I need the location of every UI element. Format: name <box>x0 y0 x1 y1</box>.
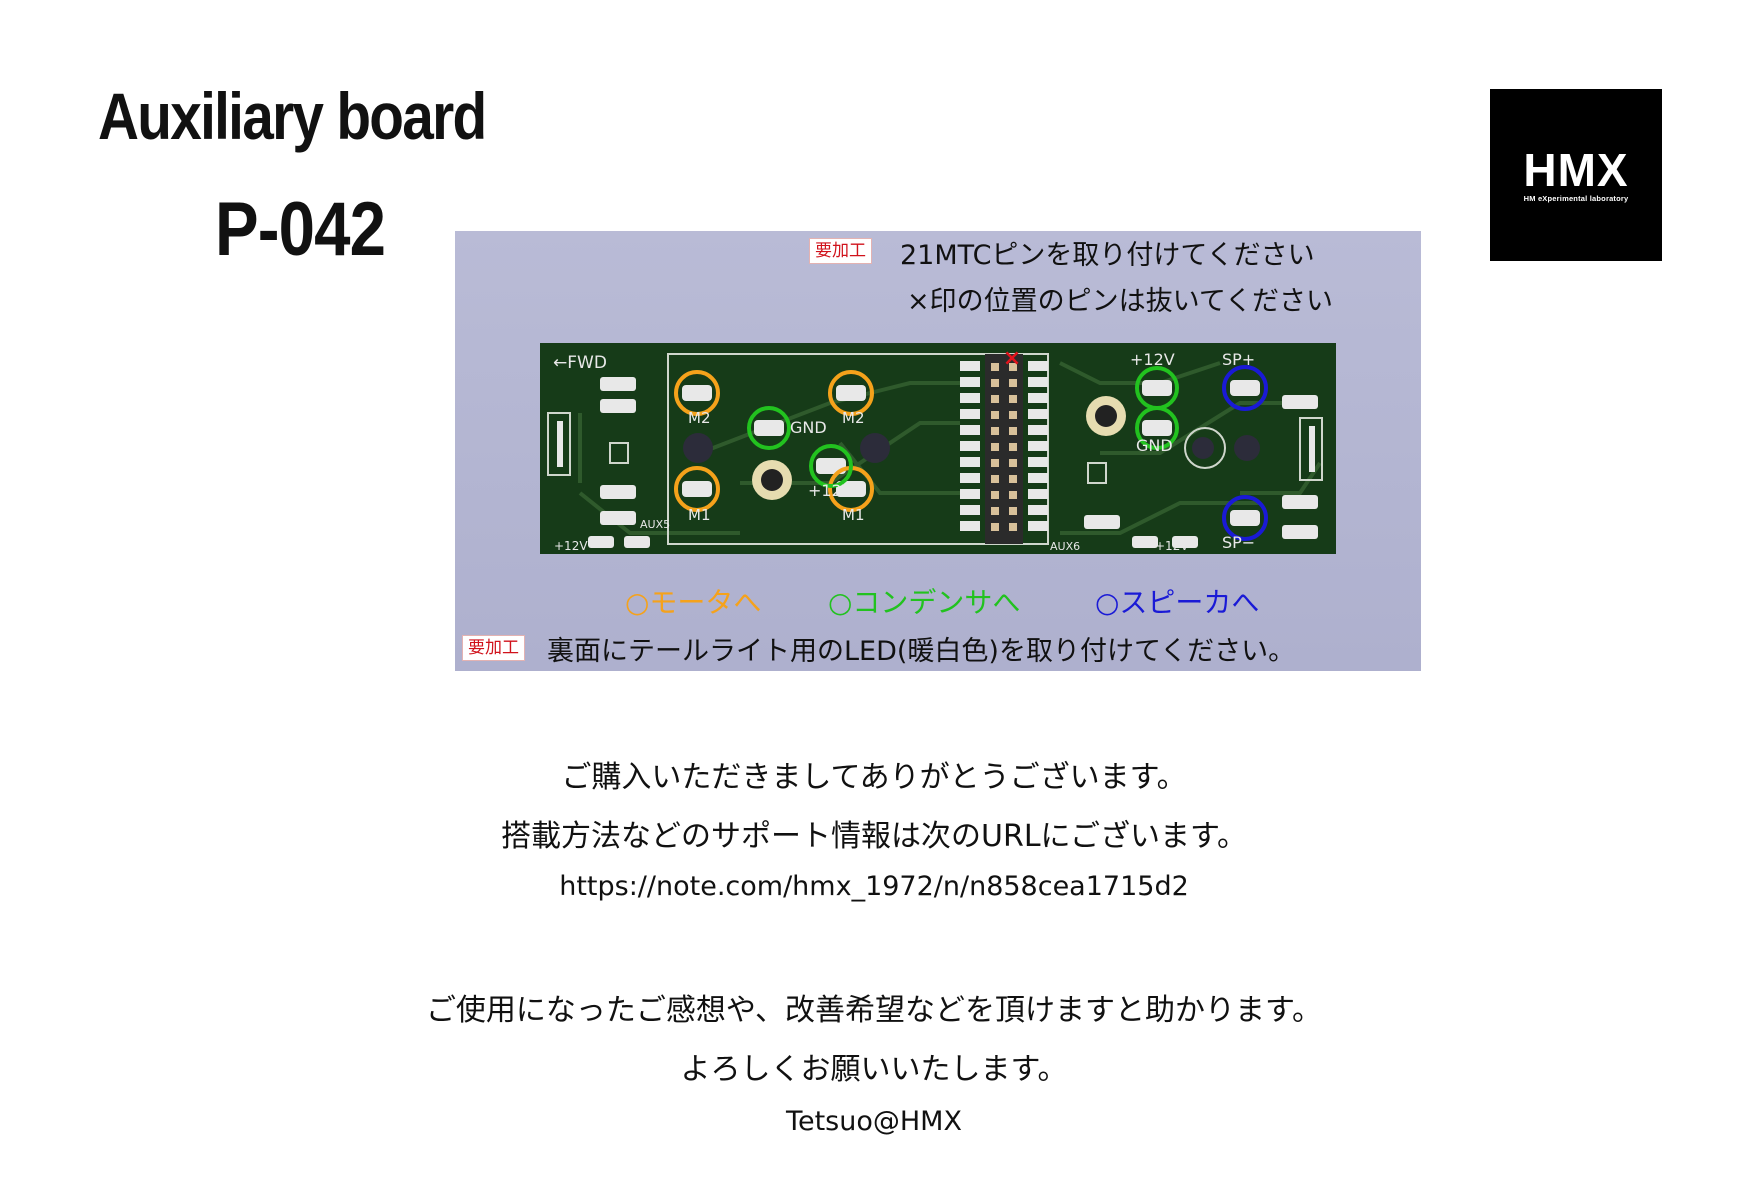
m2-label-right: M2 <box>842 409 865 427</box>
legend-speaker: ○スピーカへ <box>1095 586 1260 619</box>
note-pin-remove: ×印の位置のピンは抜いてください <box>907 286 1334 317</box>
model-number: P-042 <box>215 187 386 272</box>
gnd-label-right: GND <box>1136 436 1173 455</box>
pcb-image: × <box>540 343 1336 554</box>
plus12v-label-bottom-right: +12V <box>1155 539 1189 553</box>
note-led-install: 裏面にテールライト用のLED(暖白色)を取り付けてください。 <box>547 636 1296 667</box>
board-diagram-panel: 要加工 21MTCピンを取り付けてください ×印の位置のピンは抜いてください <box>455 231 1421 671</box>
closing-message: よろしくお願いいたします。 <box>680 1052 1068 1087</box>
legend-capacitor: ○コンデンサへ <box>828 586 1021 619</box>
m2-label-left: M2 <box>688 409 711 427</box>
plus12v-label-center: +12V <box>808 481 853 500</box>
m1-label-left: M1 <box>688 506 711 524</box>
speaker-plus-label: SP+ <box>1222 350 1255 369</box>
aux5-label: AUX5 <box>640 518 670 531</box>
support-url-link[interactable]: https://note.com/hmx_1972/n/n858cea1715d… <box>559 871 1189 902</box>
logo-main-text: HMX <box>1523 143 1629 196</box>
plus12v-label-bottom-left: +12V <box>554 539 588 553</box>
support-info-message: 搭載方法などのサポート情報は次のURLにございます。 <box>501 819 1247 854</box>
gnd-label-left: GND <box>790 418 827 437</box>
aux6-label: AUX6 <box>1050 540 1080 553</box>
fwd-label: ←FWD <box>553 353 607 373</box>
m1-label-right: M1 <box>842 506 865 524</box>
thanks-message: ご購入いただきましてありがとうございます。 <box>561 760 1187 795</box>
removed-pin-mark: × <box>1003 346 1021 371</box>
signature: Tetsuo@HMX <box>786 1106 962 1137</box>
hmx-logo: HMX HM eXperimental laboratory <box>1490 89 1662 261</box>
plus12v-label-top: +12V <box>1130 350 1175 369</box>
feedback-request-message: ご使用になったご感想や、改善希望などを頂けますと助かります。 <box>425 993 1323 1028</box>
processing-required-tag: 要加工 <box>809 238 872 264</box>
note-pin-install: 21MTCピンを取り付けてください <box>900 240 1315 271</box>
legend-motor: ○モータへ <box>625 586 762 619</box>
processing-required-tag-bottom: 要加工 <box>462 635 525 661</box>
page-title: Auxiliary board <box>98 79 487 153</box>
speaker-minus-label: SP− <box>1222 533 1255 552</box>
logo-sub-text: HM eXperimental laboratory <box>1523 193 1629 203</box>
